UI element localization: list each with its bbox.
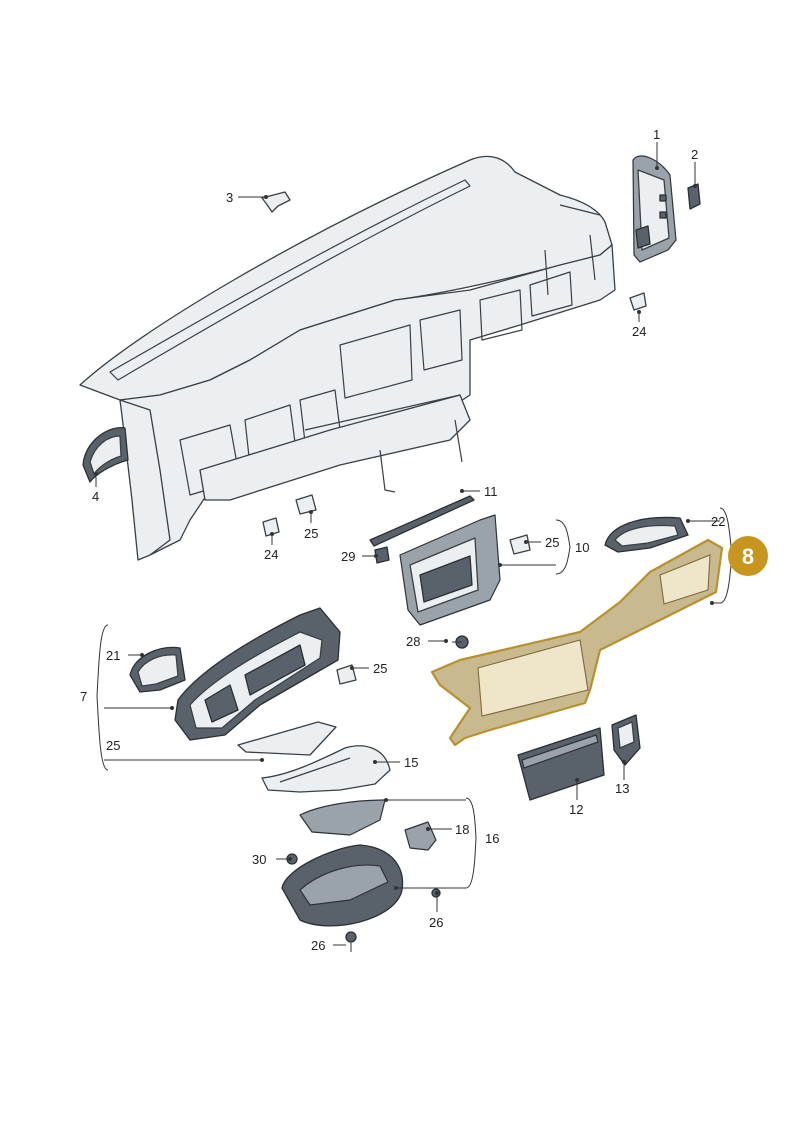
cluster-housing-part-7 (174, 607, 341, 741)
clip-part-24-left (262, 517, 280, 537)
label-part-4: 4 (92, 489, 99, 504)
label-part-24-right: 24 (632, 324, 646, 339)
column-trim-part-16 (299, 799, 386, 836)
vent-part-4 (82, 427, 129, 483)
label-part-7: 7 (80, 689, 87, 704)
label-part-25-cluster: 25 (373, 661, 387, 676)
label-part-12: 12 (569, 802, 583, 817)
badge-circle (728, 536, 768, 576)
part-labels: 1 2 3 24 4 11 22 25 25 10 29 24 28 21 25… (80, 127, 725, 953)
label-part-8: 8 (742, 544, 754, 569)
label-part-3: 3 (226, 190, 233, 205)
leader-lines (94, 142, 733, 946)
side-cover-part-1 (632, 155, 677, 263)
trim-panel-part-8 (430, 538, 724, 747)
label-part-25-lower: 25 (106, 738, 120, 753)
label-part-24-left: 24 (264, 547, 278, 562)
trim-part-25-lower (237, 721, 337, 756)
clip-part-25-upper (295, 494, 317, 515)
label-part-30: 30 (252, 852, 266, 867)
label-part-1: 1 (653, 127, 660, 142)
label-part-11: 11 (484, 484, 498, 499)
label-part-26-upper: 26 (429, 915, 443, 930)
label-part-22: 22 (711, 514, 725, 529)
highlight-badge-part-8: 8 (728, 536, 768, 576)
clip-part-29 (374, 546, 390, 564)
clip-part-3 (261, 191, 291, 213)
label-part-10: 10 (575, 540, 589, 555)
label-part-16: 16 (485, 831, 499, 846)
vent-part-22 (604, 516, 689, 553)
label-part-2: 2 (691, 147, 698, 162)
label-part-25-upper: 25 (304, 526, 318, 541)
screw-part-28 (452, 635, 469, 649)
storage-part-12 (517, 727, 605, 801)
strip-part-11 (369, 495, 475, 547)
label-part-21: 21 (106, 648, 120, 663)
label-part-13: 13 (615, 781, 629, 796)
vent-part-21 (129, 646, 186, 693)
switch-part-18 (404, 821, 437, 851)
label-part-28: 28 (406, 634, 420, 649)
clip-part-24-right (629, 292, 647, 311)
label-part-29: 29 (341, 549, 355, 564)
dashboard-carrier (79, 155, 616, 561)
lower-column-cover-part-16 (281, 844, 404, 927)
label-part-25-bracket: 25 (545, 535, 559, 550)
button-part-2 (687, 183, 701, 210)
bracket-part-10 (399, 514, 501, 626)
label-part-15: 15 (404, 755, 418, 770)
switch-panel-part-13 (611, 714, 641, 766)
label-part-18: 18 (455, 822, 469, 837)
screw-part-26-lower (345, 931, 357, 952)
clip-part-25-bracket (509, 534, 531, 555)
label-part-26-lower: 26 (311, 938, 325, 953)
column-cover-part-15 (261, 745, 391, 793)
